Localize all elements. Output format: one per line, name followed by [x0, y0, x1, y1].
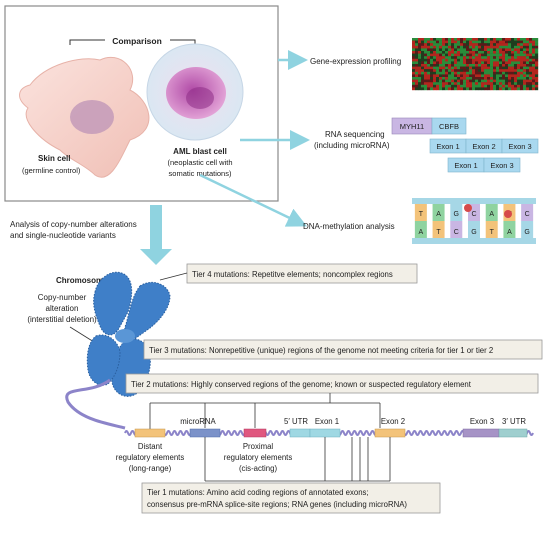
aml-cell-subtitle-1: (neoplastic cell with [167, 158, 232, 167]
dna-base-top [414, 204, 427, 221]
exon-top-2-label: Exon 2 [472, 142, 495, 151]
tier3-label: Tier 3 mutations: Nonrepetitive (unique)… [149, 346, 493, 355]
dna-base-bottom-label: G [524, 229, 529, 236]
proximal-label-3: (cis-acting) [239, 464, 278, 473]
methyl-group-icon [464, 204, 472, 212]
dna-base-top-label: G [454, 211, 459, 218]
dna-tail [65, 378, 126, 430]
dna-base-bottom-label: C [454, 229, 459, 236]
heatmap-icon [412, 38, 539, 91]
distant-label-3: (long-range) [129, 464, 172, 473]
utr5-label: 5′ UTR [284, 417, 308, 426]
dna-base-top-label: T [419, 211, 424, 218]
down-arrow [140, 205, 172, 265]
tier1-label-1: Tier 1 mutations: Amino acid coding regi… [147, 488, 369, 497]
microrna-label: microRNA [180, 417, 216, 426]
skin-cell-title: Skin cell [38, 154, 70, 163]
distant-label-2: regulatory elements [116, 453, 185, 462]
dna-base-top-label: A [436, 211, 441, 218]
dna-base-bottom [485, 221, 498, 238]
exon1-label: Exon 1 [315, 417, 339, 426]
proximal-label-1: Proximal [243, 442, 274, 451]
microrna-block [189, 428, 221, 438]
exon-bottom-1-label: Exon 1 [454, 161, 477, 170]
dna-backbone-top [412, 198, 536, 204]
exon2-block [374, 428, 406, 438]
cn-label-1: Copy-number [38, 293, 87, 302]
dna-base-top [450, 204, 463, 221]
tier2-box [125, 373, 539, 394]
copy-number-analysis-2: and single-nucleotide variants [10, 231, 116, 240]
methyl-group-icon [504, 210, 512, 218]
cbfb-label: CBFB [439, 122, 459, 131]
comparison-bracket-left [69, 39, 105, 45]
tier4-leader [159, 272, 188, 281]
dna-base-bottom [450, 221, 463, 238]
chromosome-title: Chromosome [56, 276, 108, 285]
tier4-box [186, 263, 418, 284]
dna-base-top [521, 204, 534, 221]
comparison-title: Comparison [112, 36, 162, 46]
dna-ladder-icon: TAATGCCGATTACG [412, 198, 536, 244]
cell-aml-icon [146, 43, 244, 141]
aml-cell-subtitle-2: somatic mutations) [169, 169, 232, 178]
utr3-block [498, 428, 528, 438]
cell-skin-icon [19, 56, 150, 178]
rna-seq-label-2: (including microRNA) [314, 141, 390, 150]
dna-base-top-label: C [525, 211, 530, 218]
distant-element-block [134, 428, 166, 438]
dna-base-top-label: A [489, 211, 494, 218]
proximal-label-2: regulatory elements [224, 453, 293, 462]
comparison-bracket-right [170, 39, 196, 45]
utr3-label: 3′ UTR [502, 417, 526, 426]
dna-base-bottom [432, 221, 445, 238]
exon3-label: Exon 3 [470, 417, 494, 426]
tier3-box [143, 339, 543, 360]
exon-top-3 [501, 138, 539, 154]
distant-label-1: Distant [138, 442, 163, 451]
tier2-leaders [149, 393, 381, 432]
dna-backbone-bottom [412, 238, 536, 244]
dna-base-bottom-label: G [471, 229, 476, 236]
tier1-leaders [204, 437, 391, 482]
tier4-label: Tier 4 mutations: Repetitve elements; no… [192, 270, 393, 279]
exon2-label: Exon 2 [381, 417, 405, 426]
tier1-box [141, 482, 441, 514]
dna-base-bottom [503, 221, 516, 238]
dna-base-bottom-label: T [490, 229, 495, 236]
chromosome-icon [86, 271, 171, 397]
myh11-label: MYH11 [400, 122, 424, 131]
dna-methylation-label: DNA-methylation analysis [303, 222, 395, 231]
dna-base-bottom [521, 221, 534, 238]
utr5-block [289, 428, 311, 438]
copy-number-analysis-1: Analysis of copy-number alterations [10, 220, 137, 229]
dna-base-bottom-label: A [507, 229, 512, 236]
proximal-element-block [243, 428, 267, 438]
exon3-block [462, 428, 500, 438]
exon-top-3-label: Exon 3 [508, 142, 531, 151]
aml-cell-title: AML blast cell [173, 147, 227, 156]
exon-bottom-2 [483, 157, 521, 173]
cn-label-3: (interstitial deletion) [27, 315, 97, 324]
dna-base-bottom [414, 221, 427, 238]
dna-base-top-label: C [471, 211, 476, 218]
dna-base-bottom-label: T [436, 229, 441, 236]
tier2-label: Tier 2 mutations: Highly conserved regio… [131, 380, 472, 389]
rna-seq-label-1: RNA sequencing [325, 130, 385, 139]
gene-expression-label: Gene-expression profiling [310, 57, 401, 66]
cbfb-block [431, 117, 467, 135]
dna-base-top [432, 204, 445, 221]
exon1-block [309, 428, 341, 438]
tier1-label-2: consensus pre-mRNA splice-site regions; … [147, 500, 407, 509]
dna-base-bottom [468, 221, 480, 238]
exon-top-1-label: Exon 1 [436, 142, 459, 151]
dna-base-bottom-label: A [419, 229, 424, 236]
cn-label-2: alteration [46, 304, 79, 313]
analysis-arrows [199, 50, 310, 227]
skin-cell-subtitle: (germline control) [22, 166, 81, 175]
exon-bottom-2-label: Exon 3 [490, 161, 513, 170]
dna-base-top [485, 204, 498, 221]
